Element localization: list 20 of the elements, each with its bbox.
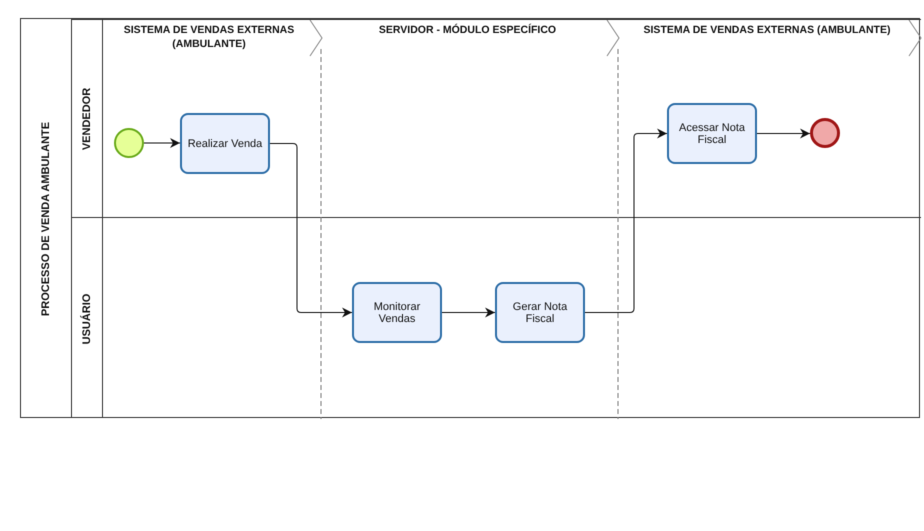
end-event-circle [810,118,840,148]
task-box: Gerar Nota Fiscal [495,282,585,343]
sequence-flow-arrow [442,308,496,318]
task-box: Realizar Venda [180,113,270,174]
task-box: Acessar Nota Fiscal [667,103,757,164]
pool-label: PROCESSO DE VENDA AMBULANTE [40,122,52,316]
phase-header: SISTEMA DE VENDAS EXTERNAS (AMBULANTE) [102,20,322,56]
sequence-flow-arrow [756,128,810,138]
lane-label: VENDEDOR [81,88,93,150]
swimlane [71,217,921,418]
phase-header: SERVIDOR - MÓDULO ESPECÍFICO [322,20,619,56]
phase-header: SISTEMA DE VENDAS EXTERNAS (AMBULANTE) [619,20,921,56]
sequence-flow-arrow [584,128,668,313]
task-box: Monitorar Vendas [352,282,442,343]
sequence-flow-arrow [270,143,352,318]
sequence-flow-arrow [144,138,180,148]
start-event-circle [114,128,144,158]
swimlane [71,19,921,217]
lane-label: USUÁRIO [81,293,93,344]
pool [20,18,920,418]
